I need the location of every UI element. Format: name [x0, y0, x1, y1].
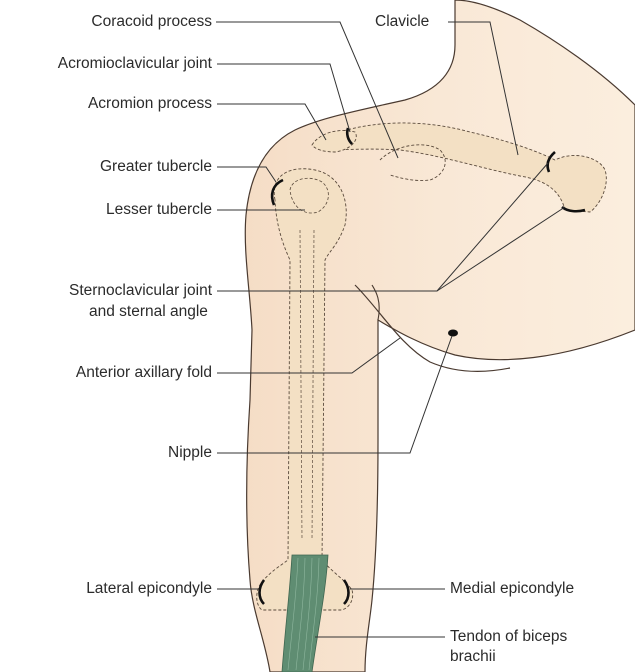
label-acromion-process: Acromion process [88, 95, 212, 113]
nipple-marker [448, 330, 458, 337]
label-coracoid-process: Coracoid process [91, 13, 212, 31]
label-sternoclavicular-joint: Sternoclavicular joint [69, 282, 212, 300]
label-brachii: brachii [450, 648, 496, 666]
label-nipple: Nipple [168, 444, 212, 462]
label-medial-epicondyle: Medial epicondyle [450, 580, 574, 598]
label-acromioclavicular-joint: Acromioclavicular joint [58, 55, 212, 73]
label-clavicle: Clavicle [375, 13, 429, 31]
label-tendon-of-biceps: Tendon of biceps [450, 628, 567, 646]
label-sternal-angle: and sternal angle [89, 303, 208, 321]
label-lateral-epicondyle: Lateral epicondyle [86, 580, 212, 598]
label-anterior-axillary-fold: Anterior axillary fold [76, 364, 212, 382]
label-greater-tubercle: Greater tubercle [100, 158, 212, 176]
label-lesser-tubercle: Lesser tubercle [106, 201, 212, 219]
